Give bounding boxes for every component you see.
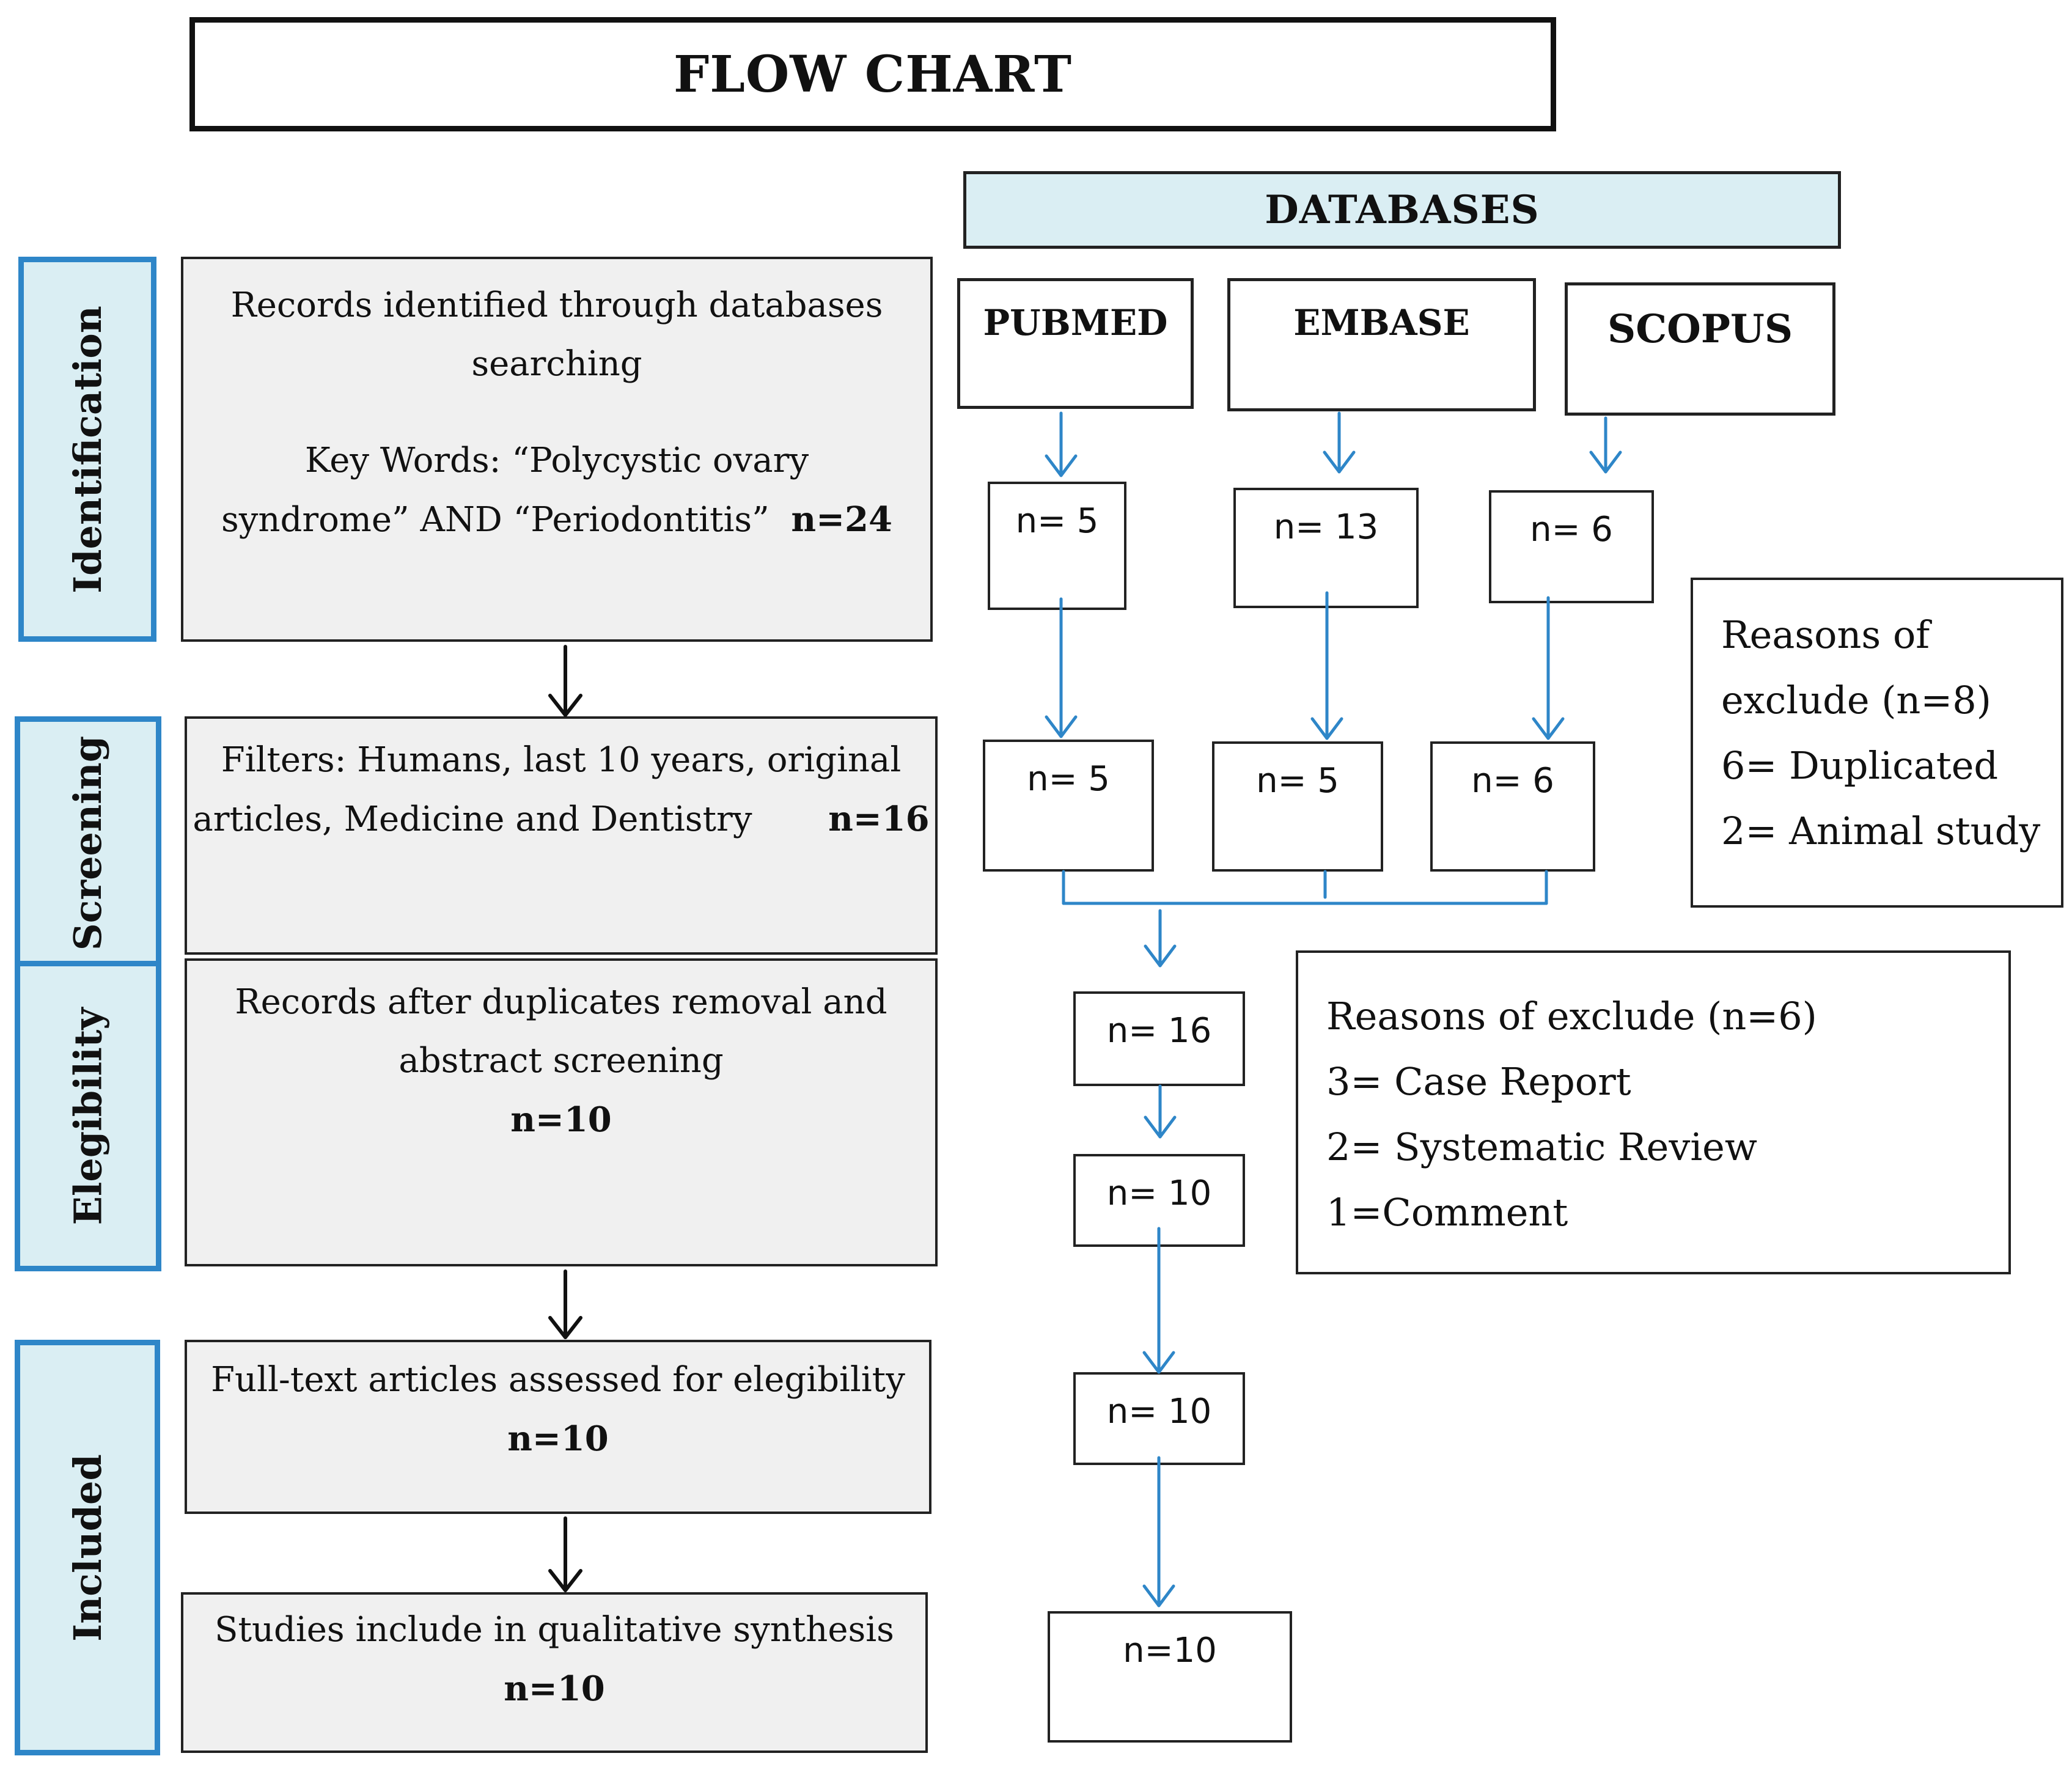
flow-chart-title: FLOW CHART: [189, 17, 1556, 131]
exclusion-line: Reasons of: [1721, 612, 1930, 657]
exclusion-reasons-screening: Reasons of exclude (n=8) 6= Duplicated 2…: [1691, 578, 2063, 908]
database-scopus: SCOPUS: [1565, 282, 1835, 416]
count-scopus-filtered: n= 6: [1430, 741, 1595, 872]
exclusion-line: exclude (n=8): [1721, 678, 1991, 722]
fulltext-box: Full-text articles assessed for elegibil…: [185, 1340, 931, 1514]
included-box: Studies include in qualitative synthesis…: [181, 1592, 928, 1753]
stage-eligibility: Elegibility: [15, 961, 161, 1271]
exclusion-line: 2= Animal study: [1721, 809, 2041, 853]
eligibility-box: Records after duplicates removal and abs…: [185, 958, 938, 1266]
identification-box: Records identified through databases sea…: [181, 257, 933, 642]
arrow-head: [1532, 717, 1565, 740]
exclusion-line: 1=Comment: [1326, 1190, 1568, 1235]
count-pubmed-found: n= 5: [988, 482, 1126, 610]
included-text-1: Studies include in qualitative synthesis: [215, 1610, 894, 1650]
screening-box: Filters: Humans, last 10 years, original…: [185, 716, 938, 955]
count-embase-filtered: n= 5: [1212, 741, 1383, 872]
exclusion-line: Reasons of exclude (n=6): [1326, 994, 1817, 1038]
eligibility-text-1: Records after duplicates removal and: [235, 982, 887, 1022]
arrow-head: [548, 1316, 582, 1339]
arrow-head: [1142, 1351, 1175, 1374]
eligibility-text-2: abstract screening: [399, 1041, 724, 1081]
screening-count: n=16: [828, 799, 930, 839]
exclusion-line: 6= Duplicated: [1721, 743, 1999, 788]
database-pubmed: PUBMED: [957, 278, 1194, 409]
database-label: SCOPUS: [1607, 306, 1793, 352]
fulltext-count: n=10: [507, 1419, 609, 1459]
count-pubmed-filtered: n= 5: [983, 740, 1154, 872]
arrow-head: [548, 694, 582, 717]
screening-text-2: articles, Medicine and Dentistry: [193, 799, 752, 839]
arrow-head: [1142, 1584, 1175, 1607]
stage-identification: Identification: [18, 257, 156, 642]
fulltext-text-1: Full-text articles assessed for elegibil…: [211, 1360, 905, 1400]
database-label: PUBMED: [983, 302, 1168, 343]
count-fulltext: n= 10: [1073, 1372, 1245, 1465]
identification-text-3: Key Words: “Polycystic ovary: [304, 441, 809, 480]
database-embase: EMBASE: [1227, 278, 1536, 411]
arrow-head: [1589, 450, 1622, 474]
eligibility-count: n=10: [510, 1100, 612, 1140]
count-included: n=10: [1048, 1611, 1292, 1743]
exclusion-line: 2= Systematic Review: [1326, 1125, 1757, 1169]
count-scopus-found: n= 6: [1489, 490, 1654, 603]
arrow-head: [548, 1569, 582, 1592]
count-embase-found: n= 13: [1233, 488, 1419, 608]
stage-included: Included: [15, 1340, 160, 1755]
identification-text-4: syndrome” AND “Periodontitis”: [221, 500, 770, 540]
included-count: n=10: [504, 1669, 605, 1709]
arrow-head: [1045, 454, 1078, 477]
database-label: EMBASE: [1293, 302, 1470, 343]
identification-text-1: Records identified through databases: [230, 285, 883, 325]
arrow-head: [1144, 944, 1177, 968]
databases-header: DATABASES: [963, 171, 1841, 249]
identification-text-2: searching: [471, 344, 642, 384]
screening-text-1: Filters: Humans, last 10 years, original: [221, 740, 902, 780]
arrow-head: [1323, 450, 1356, 474]
exclusion-line: 3= Case Report: [1326, 1059, 1631, 1104]
arrow-head: [1045, 715, 1078, 738]
arrow-head: [1310, 717, 1343, 740]
exclusion-reasons-eligibility: Reasons of exclude (n=6) 3= Case Report …: [1296, 950, 2011, 1274]
identification-count: n=24: [791, 499, 892, 540]
arrow-head: [1144, 1115, 1177, 1139]
